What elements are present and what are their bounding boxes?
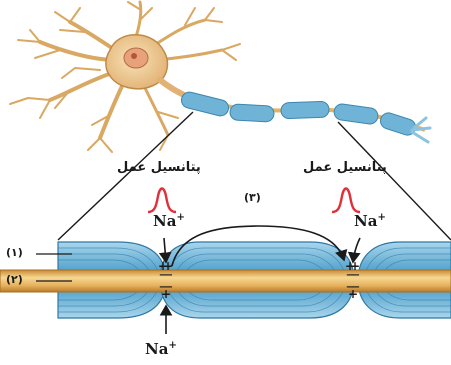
label-3: (۳) [244, 191, 261, 204]
node1-charge-bottom: + [161, 287, 171, 301]
na-ion-label-top-right: Na+ [354, 212, 386, 230]
na-ion-base: Na [354, 212, 377, 230]
na-ion-base: Na [145, 340, 168, 358]
na-ion-label-bottom: Na+ [145, 340, 177, 358]
top-myelin-sheaths [180, 90, 418, 137]
action-potential-label-left: پتانسیل عمل [117, 160, 201, 175]
node2-charge-bottom: + [348, 287, 358, 301]
label-1: (۱) [6, 246, 23, 259]
na-ion-label-top-left: Na+ [153, 212, 185, 230]
axon-terminals [412, 118, 430, 142]
na-ion-base: Na [153, 212, 176, 230]
node1-charge-inner-2: − [165, 270, 173, 281]
node2-charge-inner-2: − [352, 270, 360, 281]
action-potential-spike-right [332, 189, 360, 213]
na-ion-charge: + [377, 212, 385, 223]
label-2: (۲) [6, 273, 23, 286]
na-ion-charge: + [176, 212, 184, 223]
neuron-illustration [10, 2, 430, 152]
nucleolus [131, 53, 137, 59]
zoom-lines [58, 112, 451, 240]
action-potential-spike-left [148, 189, 176, 213]
action-potential-label-right: پتانسیل عمل [303, 160, 387, 175]
na-ion-charge: + [168, 340, 176, 351]
